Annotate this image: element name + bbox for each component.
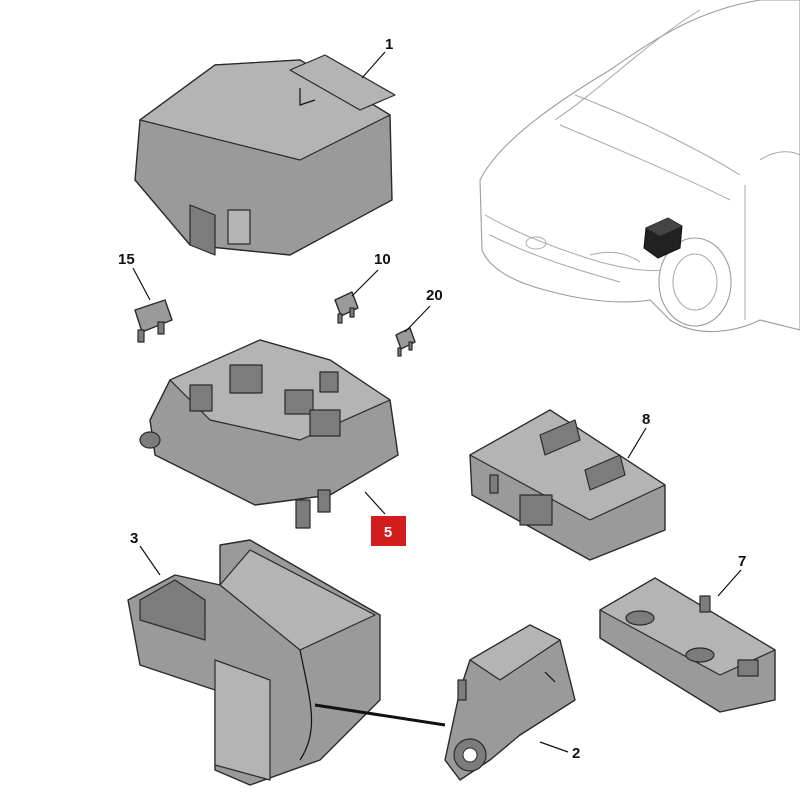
part-1-cover	[134, 54, 396, 256]
fuse-15	[134, 299, 173, 343]
callout-20: 20	[426, 287, 443, 304]
leader-lines	[132, 51, 742, 753]
callout-10: 10	[374, 251, 391, 268]
callout-15: 15	[118, 251, 135, 268]
part-8-cover-box	[469, 409, 666, 561]
part-3-lower-housing	[127, 539, 381, 786]
callout-5-badge	[371, 516, 406, 546]
callout-7: 7	[738, 553, 746, 570]
callout-3: 3	[130, 530, 138, 547]
part-2-bracket	[314, 624, 576, 781]
part-7-relay-base	[599, 577, 776, 713]
fuse-20	[395, 327, 416, 357]
part-5-fusebox	[139, 339, 399, 529]
car-illustration	[479, 0, 800, 333]
callout-2: 2	[572, 745, 580, 762]
callout-5-highlight: 5	[371, 516, 406, 546]
callout-8: 8	[642, 411, 650, 428]
fuse-10	[334, 291, 359, 324]
callout-5: 5	[384, 524, 392, 541]
engine-bay-fusebox	[643, 217, 683, 259]
callout-1: 1	[385, 36, 393, 53]
